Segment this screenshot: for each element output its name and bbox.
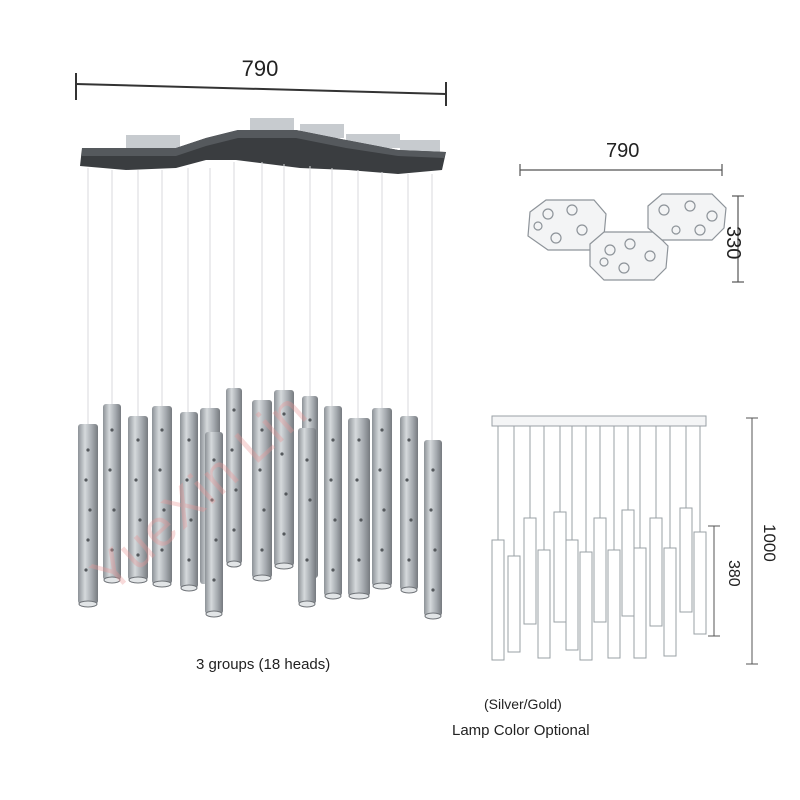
plan-depth-label: 330 [722, 226, 744, 260]
pendant-tube [205, 432, 223, 614]
pendant-tube [78, 424, 98, 604]
pendant-tube [103, 404, 121, 580]
pendant-tube [128, 416, 148, 580]
pendant-tube [180, 412, 198, 588]
pendant-length-label: 380 [725, 560, 742, 587]
top-width-label: 790 [241, 56, 279, 81]
plan-width-label: 790 [606, 140, 640, 162]
lamp-color-options: (Silver/Gold) [484, 696, 562, 712]
pendant-tube [298, 428, 316, 604]
lamp-color-note: Lamp Color Optional [452, 722, 590, 739]
pendant-tube [226, 388, 242, 564]
pendant-tube [274, 390, 294, 566]
pendant-tube [400, 416, 418, 590]
pendant-tube [424, 440, 442, 616]
tube-perforations [84, 408, 437, 592]
pendant-tubes [78, 388, 442, 616]
pendant-tube [348, 418, 370, 596]
plan-view [519, 164, 744, 283]
suspension-wires [87, 162, 433, 440]
side-canopy [491, 415, 707, 427]
pendant-tube [324, 406, 342, 596]
width-dimension-line [75, 73, 447, 106]
side-view [491, 415, 758, 665]
overall-height-label: 1000 [760, 524, 779, 562]
pendant-tube [252, 400, 272, 578]
group-caption: 3 groups (18 heads) [196, 656, 331, 673]
pendant-tube [372, 408, 392, 586]
tube-bottoms [78, 560, 442, 620]
canopy-plate [80, 118, 446, 174]
pendant-tube [152, 406, 172, 584]
